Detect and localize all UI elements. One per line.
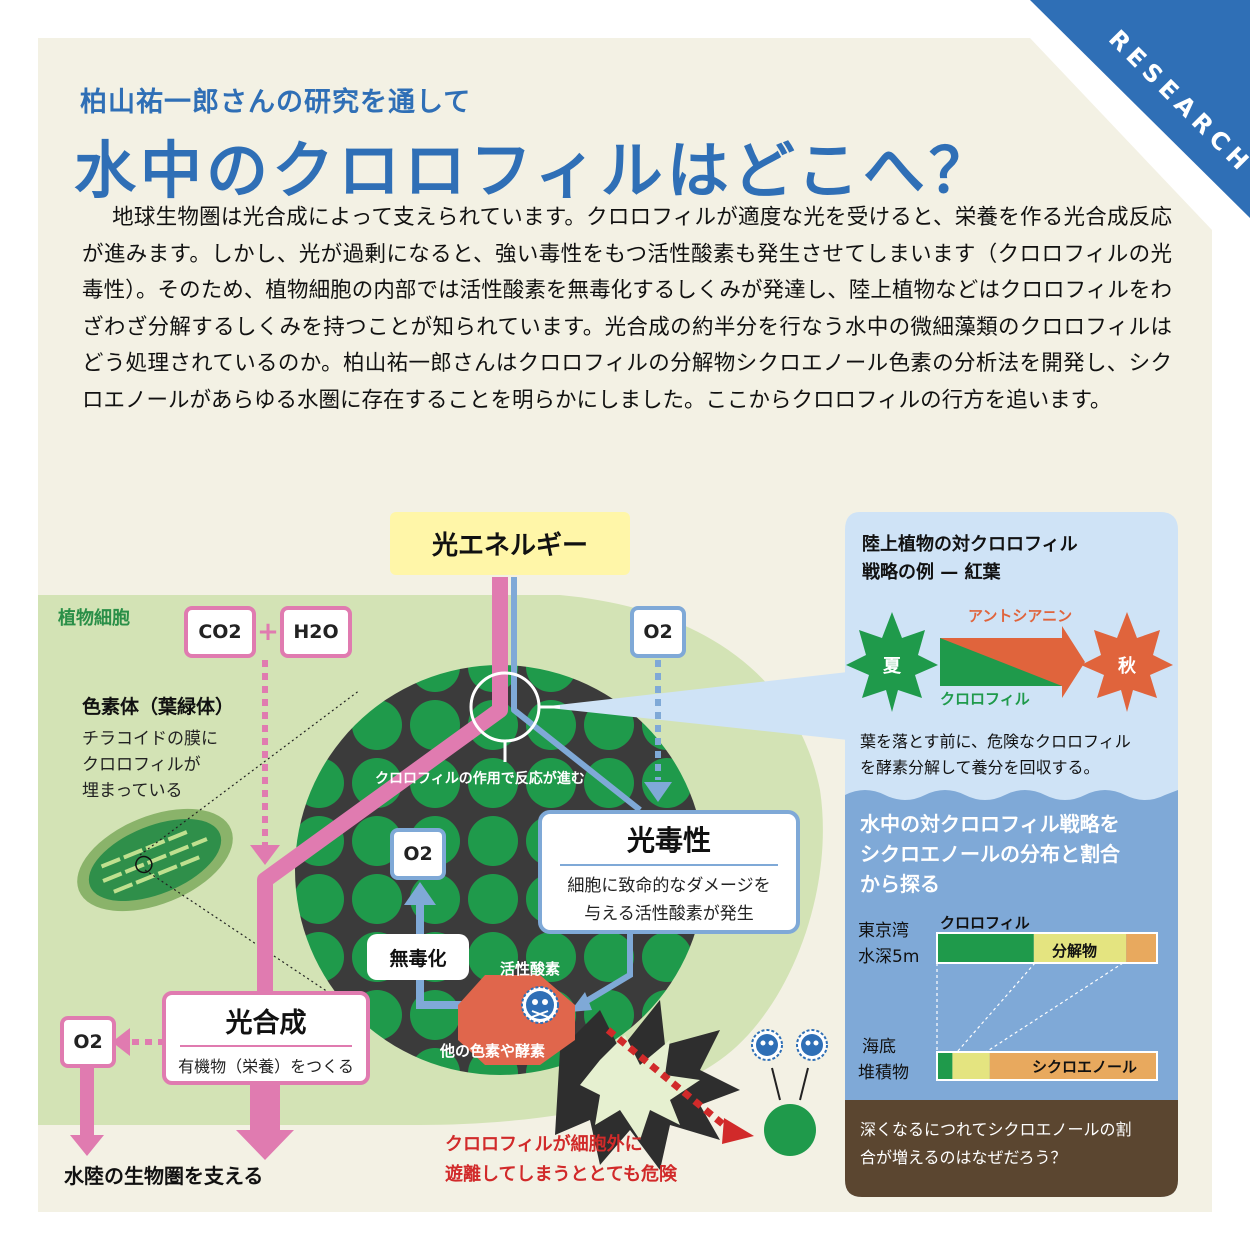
ros-arrow-head [570,992,592,1012]
free-ros-skull-icon-2 [796,1029,828,1061]
question-text-2: 合が増えるのはなぜだろう？ [860,1148,1067,1167]
pigment-transition-arrow [940,626,1085,698]
phototoxicity-title: 光毒性 [626,824,711,857]
o2-left-box [60,1016,116,1068]
reaction-label: クロロフィルの作用で反応が進む [375,771,585,787]
sediment-section [845,1100,1178,1197]
summer-leaf-icon [846,612,938,712]
burst-inner [580,1035,700,1140]
bar-segment-chlorophyll [937,1052,953,1080]
ros-label: 活性酸素 [500,960,561,978]
co2-h2o-arrow-head [250,845,280,865]
seabed-label-2: 堆積物 [858,1063,909,1083]
danger-text-1: クロロフィルが細胞外に [445,1134,643,1155]
chloroplast-illustration [77,808,233,912]
release-arrow-head [722,1118,754,1144]
water-strategy-title-3: から探る [860,872,940,896]
h2o-label: H2O [293,621,339,643]
bar-outline [936,1051,1158,1081]
tokyo-bay-label-2: 水深5m [858,947,920,967]
plus-sign: + [257,617,279,647]
land-desc-2: を酵素分解して養分を回収する。 [860,758,1100,777]
o2-dashed-arrow-head [644,782,672,802]
question-text-1: 深くなるにつれてシクロエノールの割 [860,1120,1132,1139]
research-badge [1030,0,1250,218]
bar-chlorophyll-header: クロロフィル [940,914,1030,932]
autumn-leaf-icon [1081,612,1173,712]
seabed-label-1: 海底 [862,1037,896,1057]
detox-label: 無毒化 [389,947,447,970]
page-subtitle: 柏山祐一郎さんの研究を通して [80,87,472,118]
photosynthesis-box [162,991,370,1085]
photosynthesis-desc: 有機物（栄養）をつくる [178,1057,354,1076]
light-energy-label: 光エネルギー [431,531,588,561]
plant-cell-label: 植物細胞 [58,608,130,629]
photosynthesis-title: 光合成 [225,1007,307,1039]
bar-seabed [936,1051,1158,1081]
o2-inner-label: O2 [403,843,433,865]
o2-down-arrow [70,1068,104,1156]
phototoxicity-desc-1: 細胞に致命的なダメージを [567,875,771,896]
release-dashed-arrow [605,1027,733,1133]
co2-label: CO2 [198,621,242,643]
free-ros-skull-icon-1 [751,1029,783,1061]
bar-outline [936,932,1158,964]
land-desc-1: 葉を落とす前に、危険なクロロフィル [860,732,1131,751]
chlorophyll-arrow-label: クロロフィル [940,690,1030,708]
land-strategy-title-2: 戦略の例 — 紅葉 [862,562,1001,583]
autumn-label: 秋 [1118,656,1136,677]
o2-top-label: O2 [643,621,673,643]
chromatophore-desc-2: クロロフィルが [82,755,201,775]
detox-box [367,934,469,980]
summer-label: 夏 [883,656,901,677]
water-strategy-title-1: 水中の対クロロフィル戦略を [860,812,1120,836]
phototoxicity-box [538,810,800,934]
support-biosphere-label: 水陸の生物圏を支える [64,1164,264,1188]
danger-text-2: 遊離してしまうととても危険 [445,1164,678,1185]
energy-path-blue [511,577,642,813]
chromatophore-title: 色素体（葉緑体） [82,696,235,718]
land-strategy-title-1: 陸上植物の対クロロフィル [862,534,1078,555]
phototoxicity-desc-2: 与える活性酸素が発生 [584,903,754,924]
bar-segment-degradation [952,1052,990,1080]
energy-path-pink [257,577,508,1000]
water-strategy-title-2: シクロエノールの分布と割合 [860,842,1120,866]
bar-connector-2 [956,962,1036,1053]
bar-degradation-label: 分解物 [1052,942,1098,960]
o2-inner-box [390,828,446,880]
photosynthesis-down-arrow [236,1080,294,1160]
o2-top-box [630,606,686,658]
light-energy-box [390,512,630,575]
o2-left-arrow-head [112,1028,130,1056]
tokyo-bay-label-1: 東京湾 [858,921,909,941]
ros-arrow [578,930,633,1008]
page-title: 水中のクロロフィルはどこへ？ [74,134,995,207]
zoom-line-top [139,689,361,856]
ros-skull-icon [521,986,559,1024]
bar-tokyo-bay [936,932,1158,964]
bar-segment-cycloenol [989,1052,1157,1080]
o2-left-label: O2 [73,1031,103,1053]
bar-cycloenol-label: シクロエノール [1032,1058,1138,1076]
lower-band [38,1125,848,1212]
co2-box [184,606,256,658]
free-chlorophyll [764,1104,816,1156]
chromatophore-desc-1: チラコイドの膜に [82,729,218,749]
bar-segment-cycloenol [1126,933,1157,963]
zoom-line-bottom [144,869,341,1001]
anthocyanin-label: アントシアニン [968,607,1073,625]
ros-emission-lines [771,1067,809,1101]
chromatophore-desc-3: 埋まっている [82,781,183,801]
intro-paragraph: 地球生物圏は光合成によって支えられています。クロロフィルが適度な光を受けると、栄… [82,205,1172,413]
bar-segment-degradation [1033,933,1127,963]
bar-segment-chlorophyll [937,933,1034,963]
detox-arrow-head [404,882,436,905]
pigments-enzymes-label: 他の色素や酵素 [440,1042,546,1060]
h2o-box [280,606,352,658]
zoom-cone [540,672,848,740]
